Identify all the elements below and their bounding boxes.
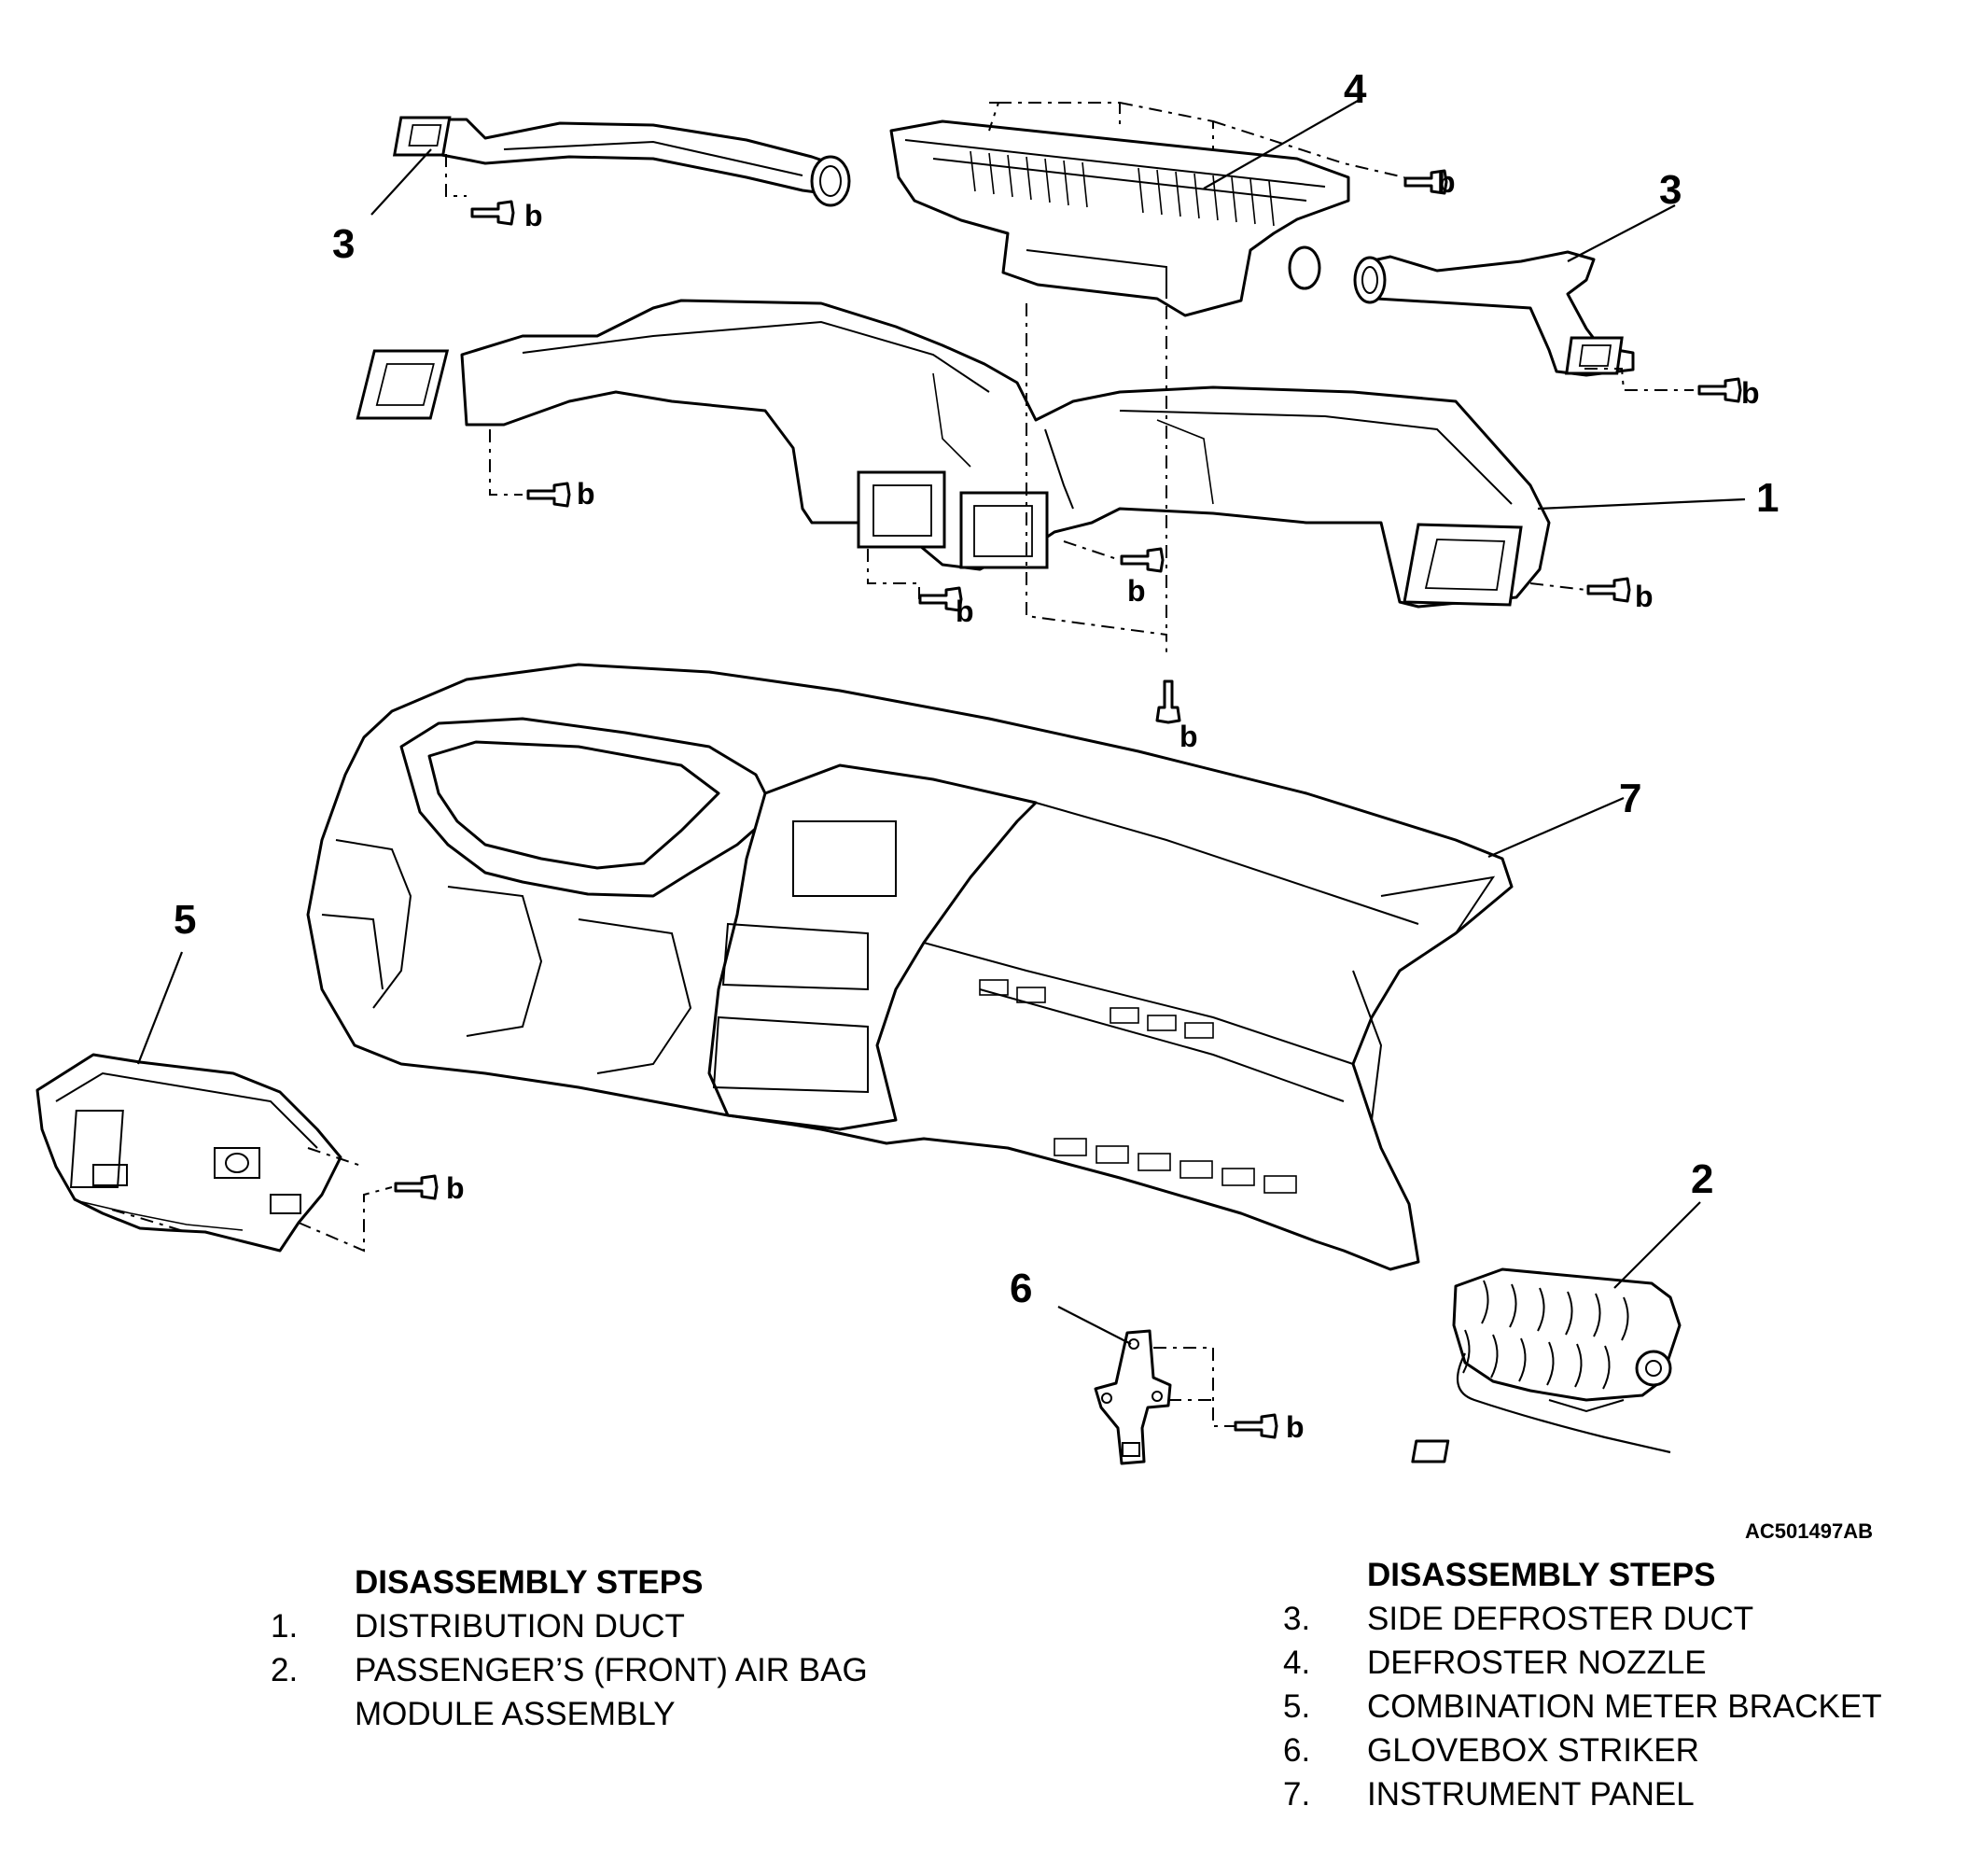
callout-6: 6 bbox=[1010, 1266, 1032, 1311]
callout-leaders bbox=[136, 100, 1746, 1345]
bolt-label: b bbox=[524, 199, 543, 232]
passenger-air-bag-module bbox=[1411, 1267, 1682, 1463]
disassembly-steps-left: DISASSEMBLY STEPS 1. DISTRIBUTION DUCT 2… bbox=[271, 1561, 1017, 1736]
step-item: 2. PASSENGER’S (FRONT) AIR BAG bbox=[271, 1648, 1017, 1692]
step-item: 4. DEFROSTER NOZZLE bbox=[1283, 1641, 1974, 1685]
callout-3-left: 3 bbox=[332, 221, 355, 267]
step-text: DISTRIBUTION DUCT bbox=[355, 1608, 685, 1645]
side-defroster-duct-left bbox=[392, 116, 851, 207]
step-text: COMBINATION METER BRACKET bbox=[1367, 1688, 1882, 1725]
bolt-icon bbox=[526, 482, 571, 508]
bolt-icon bbox=[394, 1174, 439, 1200]
defroster-nozzle bbox=[889, 119, 1350, 317]
step-text: SIDE DEFROSTER DUCT bbox=[1367, 1601, 1754, 1637]
step-text: INSTRUMENT PANEL bbox=[1367, 1776, 1695, 1813]
callout-4: 4 bbox=[1344, 66, 1367, 112]
step-item: 5. COMBINATION METER BRACKET bbox=[1283, 1685, 1974, 1729]
bolt-icon bbox=[1120, 547, 1165, 573]
steps-heading: DISASSEMBLY STEPS bbox=[1367, 1557, 1716, 1593]
side-defroster-duct-right bbox=[1353, 250, 1635, 377]
step-number: 2. bbox=[271, 1652, 299, 1688]
callout-1: 1 bbox=[1756, 475, 1779, 521]
figure-id: AC501497AB bbox=[1745, 1519, 1873, 1543]
step-number: 1. bbox=[271, 1608, 299, 1645]
bolt-icon bbox=[470, 200, 515, 226]
bolt-label: b bbox=[1741, 376, 1760, 410]
glovebox-striker bbox=[1094, 1329, 1172, 1465]
bolt-label: b bbox=[1437, 165, 1456, 199]
bolt-label: b bbox=[1635, 580, 1654, 613]
callout-3-right: 3 bbox=[1659, 167, 1682, 213]
step-item: 7. INSTRUMENT PANEL bbox=[1283, 1772, 1974, 1816]
callout-2: 2 bbox=[1691, 1156, 1713, 1202]
callout-numbers: 3 4 3 1 7 5 6 2 bbox=[174, 66, 1779, 1311]
bolt-icon bbox=[1155, 679, 1181, 724]
bolt-label: b bbox=[1286, 1410, 1305, 1444]
bolt-icon bbox=[1234, 1413, 1278, 1439]
step-item: 1. DISTRIBUTION DUCT bbox=[271, 1604, 1017, 1648]
bolt-label: b bbox=[1179, 720, 1198, 753]
bolt-label: b bbox=[446, 1171, 465, 1205]
bolts: b b b b b b b b b b bbox=[394, 165, 1760, 1444]
step-number: 6. bbox=[1283, 1732, 1311, 1769]
step-text: DEFROSTER NOZZLE bbox=[1367, 1645, 1707, 1681]
bolt-icon bbox=[1403, 169, 1448, 195]
step-number: 5. bbox=[1283, 1688, 1311, 1725]
step-text: GLOVEBOX STRIKER bbox=[1367, 1732, 1699, 1769]
exploded-view-diagram: b b b b b b b b b b bbox=[35, 66, 1779, 1465]
bolt-label: b bbox=[1127, 574, 1146, 608]
bolt-label: b bbox=[956, 595, 974, 628]
callout-7: 7 bbox=[1619, 776, 1641, 821]
step-number: 7. bbox=[1283, 1776, 1311, 1813]
step-text: PASSENGER’S (FRONT) AIR BAG bbox=[355, 1652, 868, 1688]
instrument-panel bbox=[306, 663, 1514, 1271]
bolt-icon bbox=[918, 586, 963, 612]
step-text: MODULE ASSEMBLY bbox=[355, 1696, 676, 1732]
step-number: 3. bbox=[1283, 1601, 1311, 1637]
callout-5: 5 bbox=[174, 897, 196, 943]
bolt-label: b bbox=[577, 477, 595, 511]
disassembly-steps-right: DISASSEMBLY STEPS 3. SIDE DEFROSTER DUCT… bbox=[1283, 1553, 1974, 1816]
bolt-icon bbox=[1697, 377, 1742, 403]
bolt-icon bbox=[1586, 577, 1631, 603]
distribution-duct bbox=[356, 299, 1551, 609]
installation-lines bbox=[111, 102, 1694, 1427]
step-item: 3. SIDE DEFROSTER DUCT bbox=[1283, 1597, 1974, 1641]
step-item-continued: MODULE ASSEMBLY bbox=[271, 1692, 1017, 1736]
steps-heading: DISASSEMBLY STEPS bbox=[355, 1564, 704, 1601]
step-number: 4. bbox=[1283, 1645, 1311, 1681]
combination-meter-bracket bbox=[35, 1053, 342, 1253]
step-item: 6. GLOVEBOX STRIKER bbox=[1283, 1729, 1974, 1772]
